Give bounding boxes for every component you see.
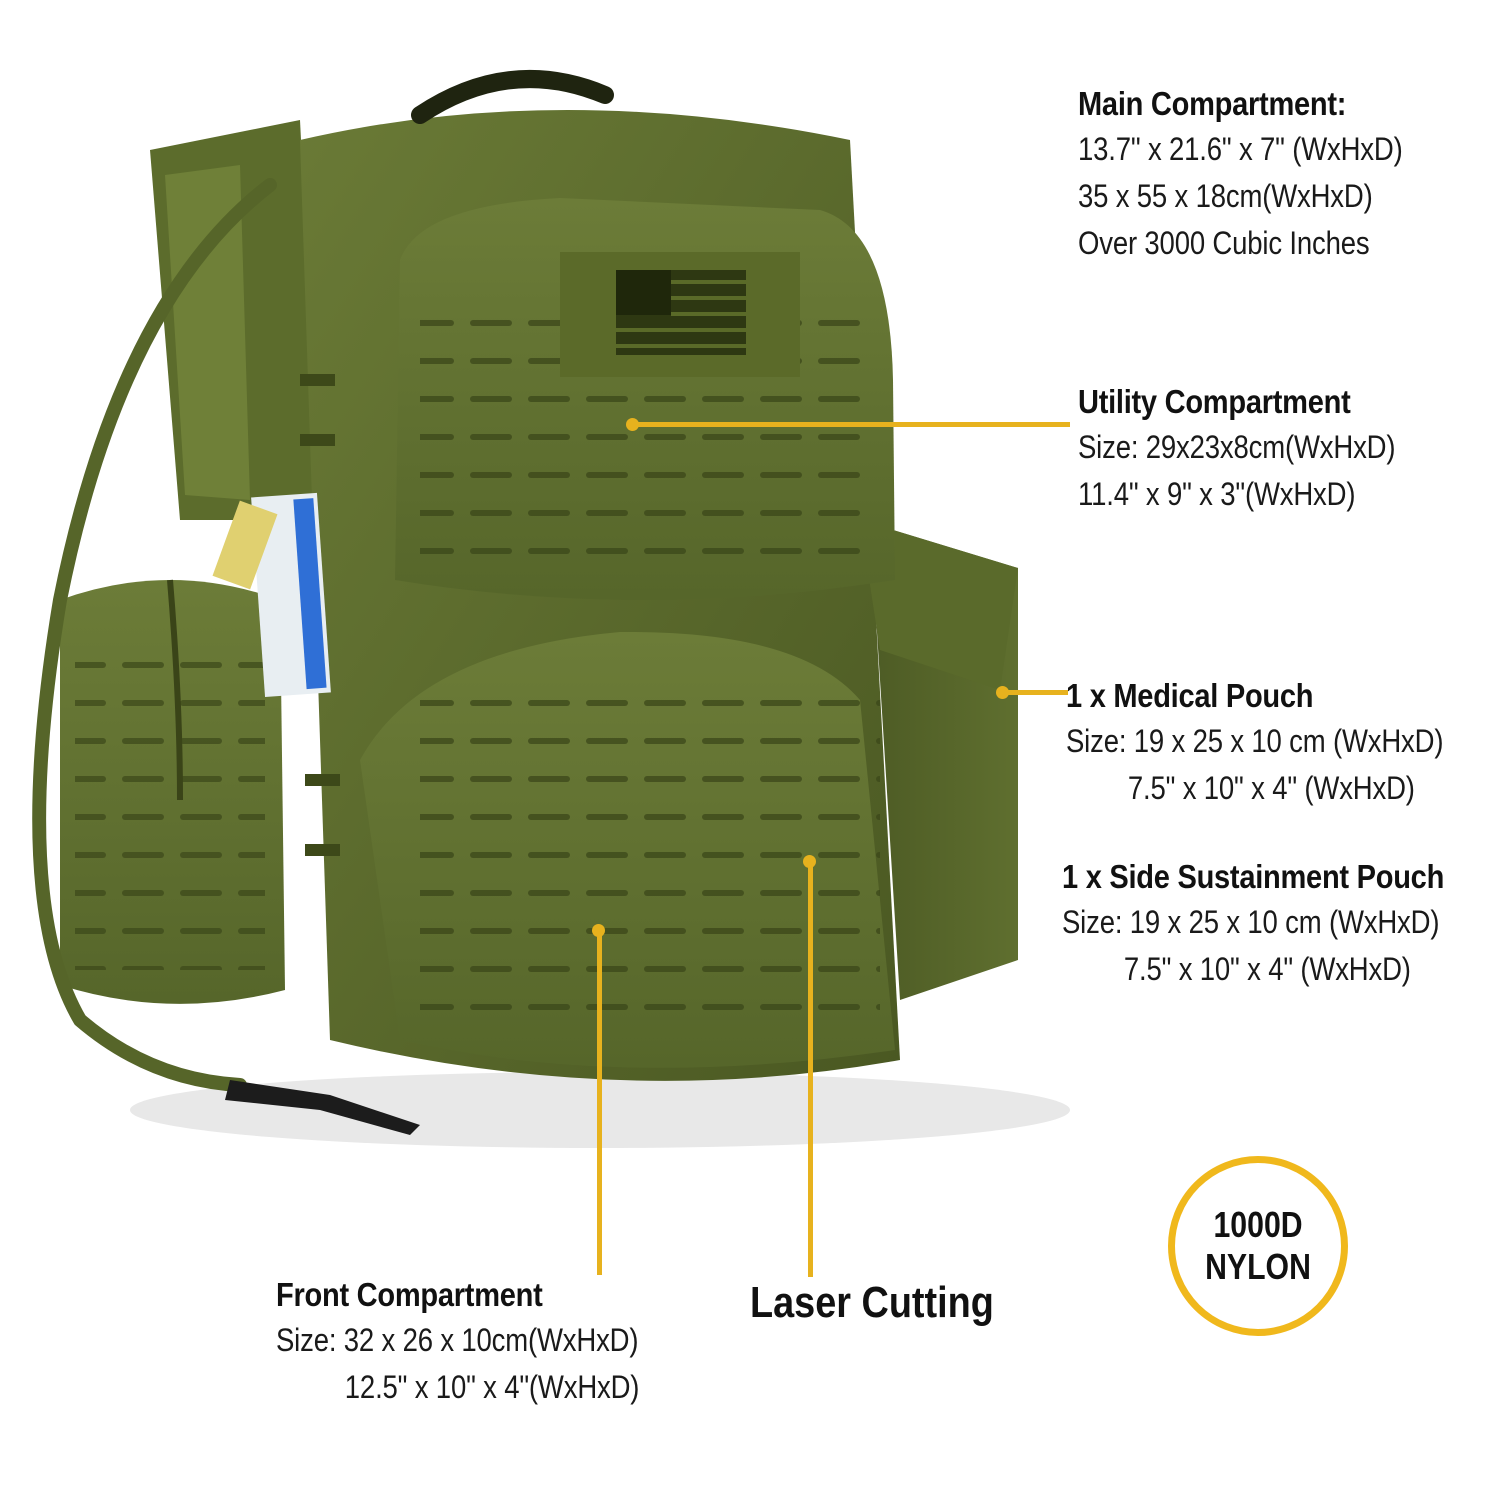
- main-compartment-title: Main Compartment:: [1078, 85, 1347, 122]
- material-badge-line-2: NYLON: [1205, 1246, 1311, 1287]
- main-compartment-spec: Main Compartment: 13.7" x 21.6" x 7" (Wx…: [1078, 82, 1455, 267]
- back-panel-mesh: [165, 165, 250, 500]
- main-compartment-line-1: 13.7" x 21.6" x 7" (WxHxD): [1078, 131, 1403, 167]
- medical-callout-line: [1002, 690, 1068, 695]
- material-badge: 1000D NYLON: [1168, 1156, 1348, 1336]
- front-callout-line: [597, 930, 602, 1275]
- front-compartment-title: Front Compartment: [276, 1276, 543, 1313]
- flag-patch: [616, 270, 746, 355]
- side-pouch-line-1: Size: 19 x 25 x 10 cm (WxHxD): [1062, 904, 1440, 940]
- front-compartment-line-2: 12.5" x 10" x 4"(WxHxD): [344, 1369, 640, 1405]
- utility-compartment-line-2: 11.4" x 9" x 3"(WxHxD): [1078, 476, 1356, 512]
- side-pouch-flap: [860, 520, 1018, 690]
- top-handle: [411, 70, 614, 124]
- hydration-tube: [32, 178, 277, 1092]
- bite-valve: [225, 1080, 420, 1135]
- hang-tag: [212, 492, 331, 697]
- laser-callout-line: [808, 862, 813, 1277]
- side-pouch-spec: 1 x Side Sustainment Pouch Size: 19 x 25…: [1062, 855, 1500, 993]
- side-pouch-title: 1 x Side Sustainment Pouch: [1062, 858, 1445, 895]
- material-badge-line-1: 1000D: [1213, 1204, 1303, 1245]
- utility-callout-line: [634, 422, 1070, 427]
- front-laser-cut: [420, 700, 880, 1040]
- utility-compartment-spec: Utility Compartment Size: 29x23x8cm(WxHx…: [1078, 380, 1447, 518]
- front-compartment-line-1: Size: 32 x 26 x 10cm(WxHxD): [276, 1322, 639, 1358]
- main-compartment-line-2: 35 x 55 x 18cm(WxHxD): [1078, 178, 1373, 214]
- medical-pouch-line-2: 7.5" x 10" x 4" (WxHxD): [1127, 770, 1415, 806]
- medical-pouch-zipper: [167, 579, 183, 801]
- main-compartment-line-3: Over 3000 Cubic Inches: [1078, 225, 1370, 261]
- medical-pouch-laser-cut: [75, 650, 265, 970]
- medical-pouch-spec: 1 x Medical Pouch Size: 19 x 25 x 10 cm …: [1066, 674, 1500, 812]
- front-compartment-spec: Front Compartment Size: 32 x 26 x 10cm(W…: [276, 1273, 698, 1411]
- utility-compartment-line-1: Size: 29x23x8cm(WxHxD): [1078, 429, 1396, 465]
- utility-compartment-title: Utility Compartment: [1078, 383, 1351, 420]
- medical-pouch-line-1: Size: 19 x 25 x 10 cm (WxHxD): [1066, 723, 1444, 759]
- laser-cutting-label: Laser Cutting: [750, 1278, 994, 1327]
- utility-callout-dot: [626, 418, 639, 431]
- medical-pouch-title: 1 x Medical Pouch: [1066, 677, 1314, 714]
- compression-straps: [300, 374, 340, 856]
- side-pouch-line-2: 7.5" x 10" x 4" (WxHxD): [1123, 951, 1411, 987]
